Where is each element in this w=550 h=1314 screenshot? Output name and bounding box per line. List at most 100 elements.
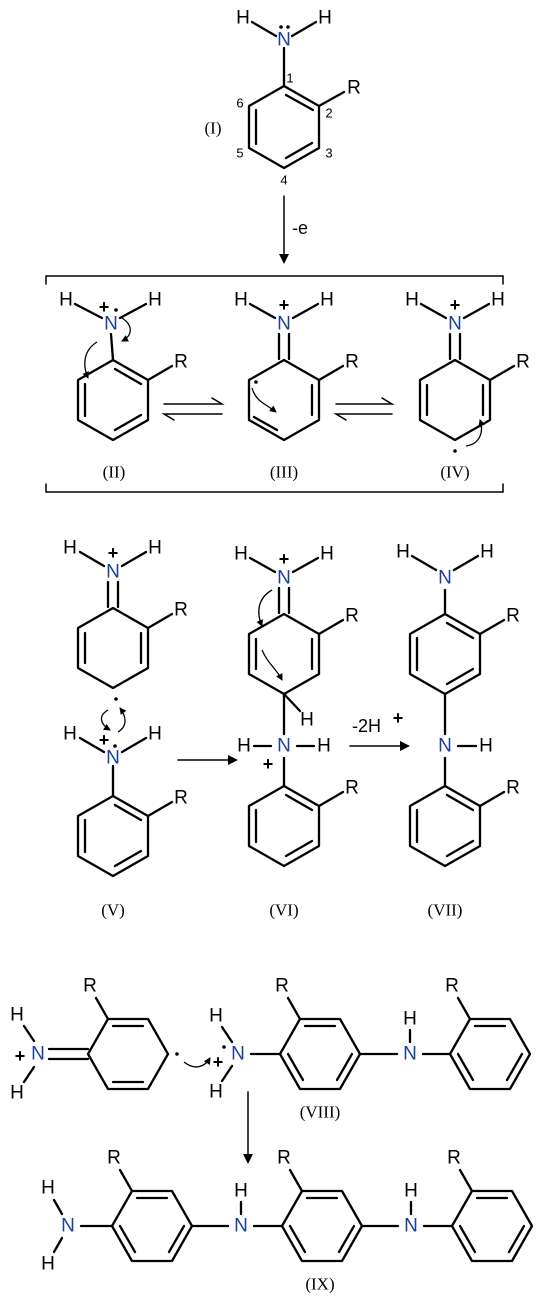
r-substituent: R <box>506 778 520 799</box>
molecule-III: N H H R + (III) <box>234 290 359 482</box>
hydrogen-atom: H <box>317 736 331 757</box>
nitrogen-atom: N <box>448 314 462 335</box>
molecule-II: N H H R + (II) <box>59 290 188 482</box>
r-substituent: R <box>345 606 359 627</box>
nitrogen-atom: N <box>277 736 291 757</box>
hydrogen-atom: H <box>209 1082 223 1103</box>
molecule-IV: N H H R + (IV) <box>405 290 530 482</box>
hydrogen-atom: H <box>148 290 162 311</box>
r-substituent: R <box>174 788 188 809</box>
hydrogen-atom: H <box>320 290 334 311</box>
r-substituent: R <box>506 606 520 627</box>
label-VI: (VI) <box>269 901 298 920</box>
nitrogen-atom: N <box>404 1216 418 1237</box>
hydrogen-atom: H <box>491 290 505 311</box>
r-substituent: R <box>447 1148 461 1169</box>
nitrogen-atom: N <box>106 562 120 583</box>
label-IV: (IV) <box>440 463 469 482</box>
hydrogen-atom: H <box>41 1254 55 1275</box>
hydrogen-atom: H <box>148 538 162 559</box>
oxidation-label: -e <box>292 218 308 238</box>
hydrogen-atom: H <box>318 8 332 29</box>
nitrogen-atom: N <box>61 1216 75 1237</box>
hydrogen-atom: H <box>63 538 77 559</box>
label-V: (V) <box>101 901 125 920</box>
ring-number-5: 5 <box>236 146 243 161</box>
hydrogen-atom: H <box>404 1181 418 1202</box>
ring-number-1: 1 <box>286 71 293 86</box>
positive-charge: + <box>279 549 290 569</box>
r-substituent: R <box>83 976 97 997</box>
r-substituent: R <box>277 1148 291 1169</box>
hydrogen-atom: H <box>41 1178 55 1199</box>
positive-charge: + <box>393 708 404 728</box>
molecule-VIII: R N + H H N + H H R N H <box>10 976 532 1122</box>
label-IX: (IX) <box>305 1275 334 1294</box>
hydrogen-atom: H <box>479 736 493 757</box>
hydrogen-atom: H <box>234 544 248 565</box>
positive-charge: + <box>108 543 119 563</box>
nitrogen-atom: N <box>277 568 291 589</box>
resonance-bracket <box>45 275 504 285</box>
positive-charge: + <box>15 1046 26 1066</box>
deprotonation-arrow: -2H + <box>349 708 410 751</box>
label-VII: (VII) <box>428 901 463 920</box>
r-substituent: R <box>445 976 459 997</box>
hydrogen-atom: H <box>209 1006 223 1027</box>
hydrogen-atom: H <box>237 736 251 757</box>
hydrogen-atom: H <box>320 544 334 565</box>
r-substituent: R <box>347 78 361 99</box>
hydrogen-atom: H <box>405 290 419 311</box>
label-II: (II) <box>103 463 126 482</box>
hydrogen-atom: H <box>59 290 73 311</box>
r-substituent: R <box>345 778 359 799</box>
r-substituent: R <box>516 352 530 373</box>
equilibrium-arrow <box>333 397 395 421</box>
r-substituent: R <box>107 1148 121 1169</box>
hydrogen-atom: H <box>10 1005 24 1026</box>
label-III: (III) <box>270 463 298 482</box>
molecule-I: N H H R 1 2 3 4 5 6 (I) <box>205 8 361 188</box>
molecule-VII: H H N R N H R (VII) <box>396 542 520 920</box>
molecule-VI: N H H R + H N H H + R (VI) <box>234 544 359 920</box>
positive-charge: + <box>99 297 110 317</box>
nitrogen-atom: N <box>438 736 452 757</box>
oxidation-arrow: -e <box>279 195 308 264</box>
nitrogen-atom: N <box>277 30 291 51</box>
ring-number-3: 3 <box>325 146 332 161</box>
nitrogen-atom: N <box>31 1044 45 1065</box>
positive-charge: + <box>279 295 290 315</box>
hydrogen-atom: H <box>396 542 410 563</box>
hydrogen-atom: H <box>234 290 248 311</box>
positive-charge: + <box>99 730 110 750</box>
positive-charge: + <box>450 295 461 315</box>
label-VIII: (VIII) <box>300 1103 341 1122</box>
ring-number-6: 6 <box>236 96 243 111</box>
nitrogen-atom: N <box>438 568 452 589</box>
nitrogen-atom: N <box>231 1044 245 1065</box>
hydrogen-atom: H <box>480 542 494 563</box>
ring-number-2: 2 <box>325 106 332 121</box>
label-I: (I) <box>205 119 222 138</box>
molecule-IX: N H H R N H R N H R (IX) <box>41 1148 534 1294</box>
nitrogen-atom: N <box>106 748 120 769</box>
hydrogen-atom: H <box>148 724 162 745</box>
hydrogen-atom: H <box>10 1083 24 1104</box>
hydrogen-atom: H <box>236 8 250 29</box>
nitrogen-atom: N <box>104 314 118 335</box>
nitrogen-atom: N <box>403 1044 417 1065</box>
nitrogen-atom: N <box>234 1216 248 1237</box>
hydrogen-atom: H <box>234 1181 248 1202</box>
hydrogen-atom: H <box>63 724 77 745</box>
equilibrium-arrow <box>161 397 225 421</box>
molecule-V: N H H R + N H H + R (V) <box>63 538 188 920</box>
r-substituent: R <box>174 352 188 373</box>
ring-number-4: 4 <box>280 173 287 188</box>
r-substituent: R <box>275 976 289 997</box>
r-substituent: R <box>174 600 188 621</box>
hydrogen-atom: H <box>403 1009 417 1030</box>
r-substituent: R <box>345 352 359 373</box>
positive-charge: + <box>213 1052 224 1072</box>
positive-charge: + <box>263 754 274 774</box>
